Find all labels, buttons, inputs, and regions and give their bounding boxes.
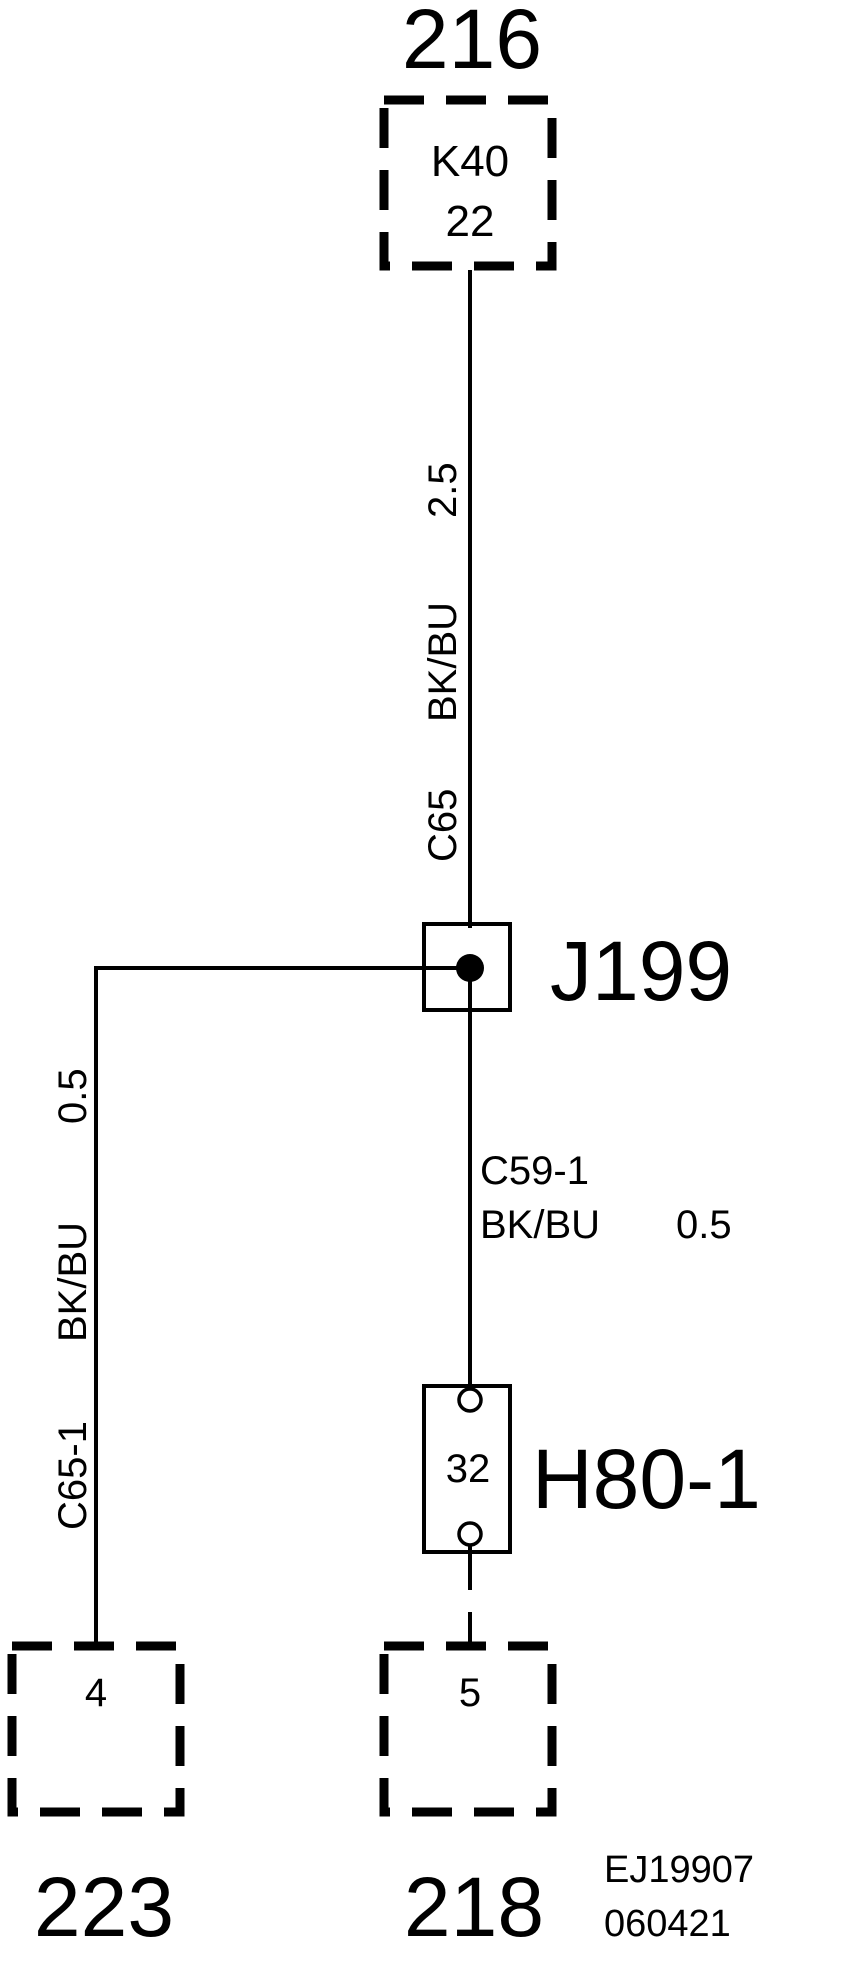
wire-right-color: BK/BU — [480, 1203, 600, 1247]
drawing-code-line1: EJ19907 — [604, 1849, 754, 1891]
wire-right-circuit: C59-1 — [480, 1149, 589, 1193]
component-box — [422, 1384, 512, 1554]
connector-bottom-right-pin: 5 — [459, 1671, 481, 1715]
wire-top-color: BK/BU — [421, 602, 465, 722]
connector-top-name: K40 — [431, 137, 509, 186]
wire-left-circuit: C65-1 — [51, 1421, 95, 1530]
drawing-code-line2: 060421 — [604, 1903, 731, 1945]
connector-bottom-left-pin: 4 — [85, 1671, 107, 1715]
bottom-right-page-ref: 218 — [404, 1860, 544, 1954]
component-pin: 32 — [446, 1447, 491, 1491]
wire-left-color: BK/BU — [51, 1222, 95, 1342]
junction-name: J199 — [550, 924, 732, 1018]
wire-top-size: 2.5 — [421, 462, 465, 518]
connector-top-pin: 22 — [446, 197, 495, 246]
wire-left-size: 0.5 — [51, 1068, 95, 1124]
component-terminal-bottom — [457, 1521, 483, 1547]
top-page-ref: 216 — [402, 0, 542, 86]
component-terminal-top — [457, 1387, 483, 1413]
wire-top-circuit: C65 — [421, 789, 465, 862]
bottom-left-page-ref: 223 — [34, 1860, 174, 1954]
connector-bottom-right-box — [379, 1641, 557, 1817]
connector-top-box — [379, 95, 557, 271]
wire-right-size: 0.5 — [676, 1203, 732, 1247]
connector-bottom-left-box — [7, 1641, 185, 1817]
component-name: H80-1 — [532, 1432, 761, 1526]
